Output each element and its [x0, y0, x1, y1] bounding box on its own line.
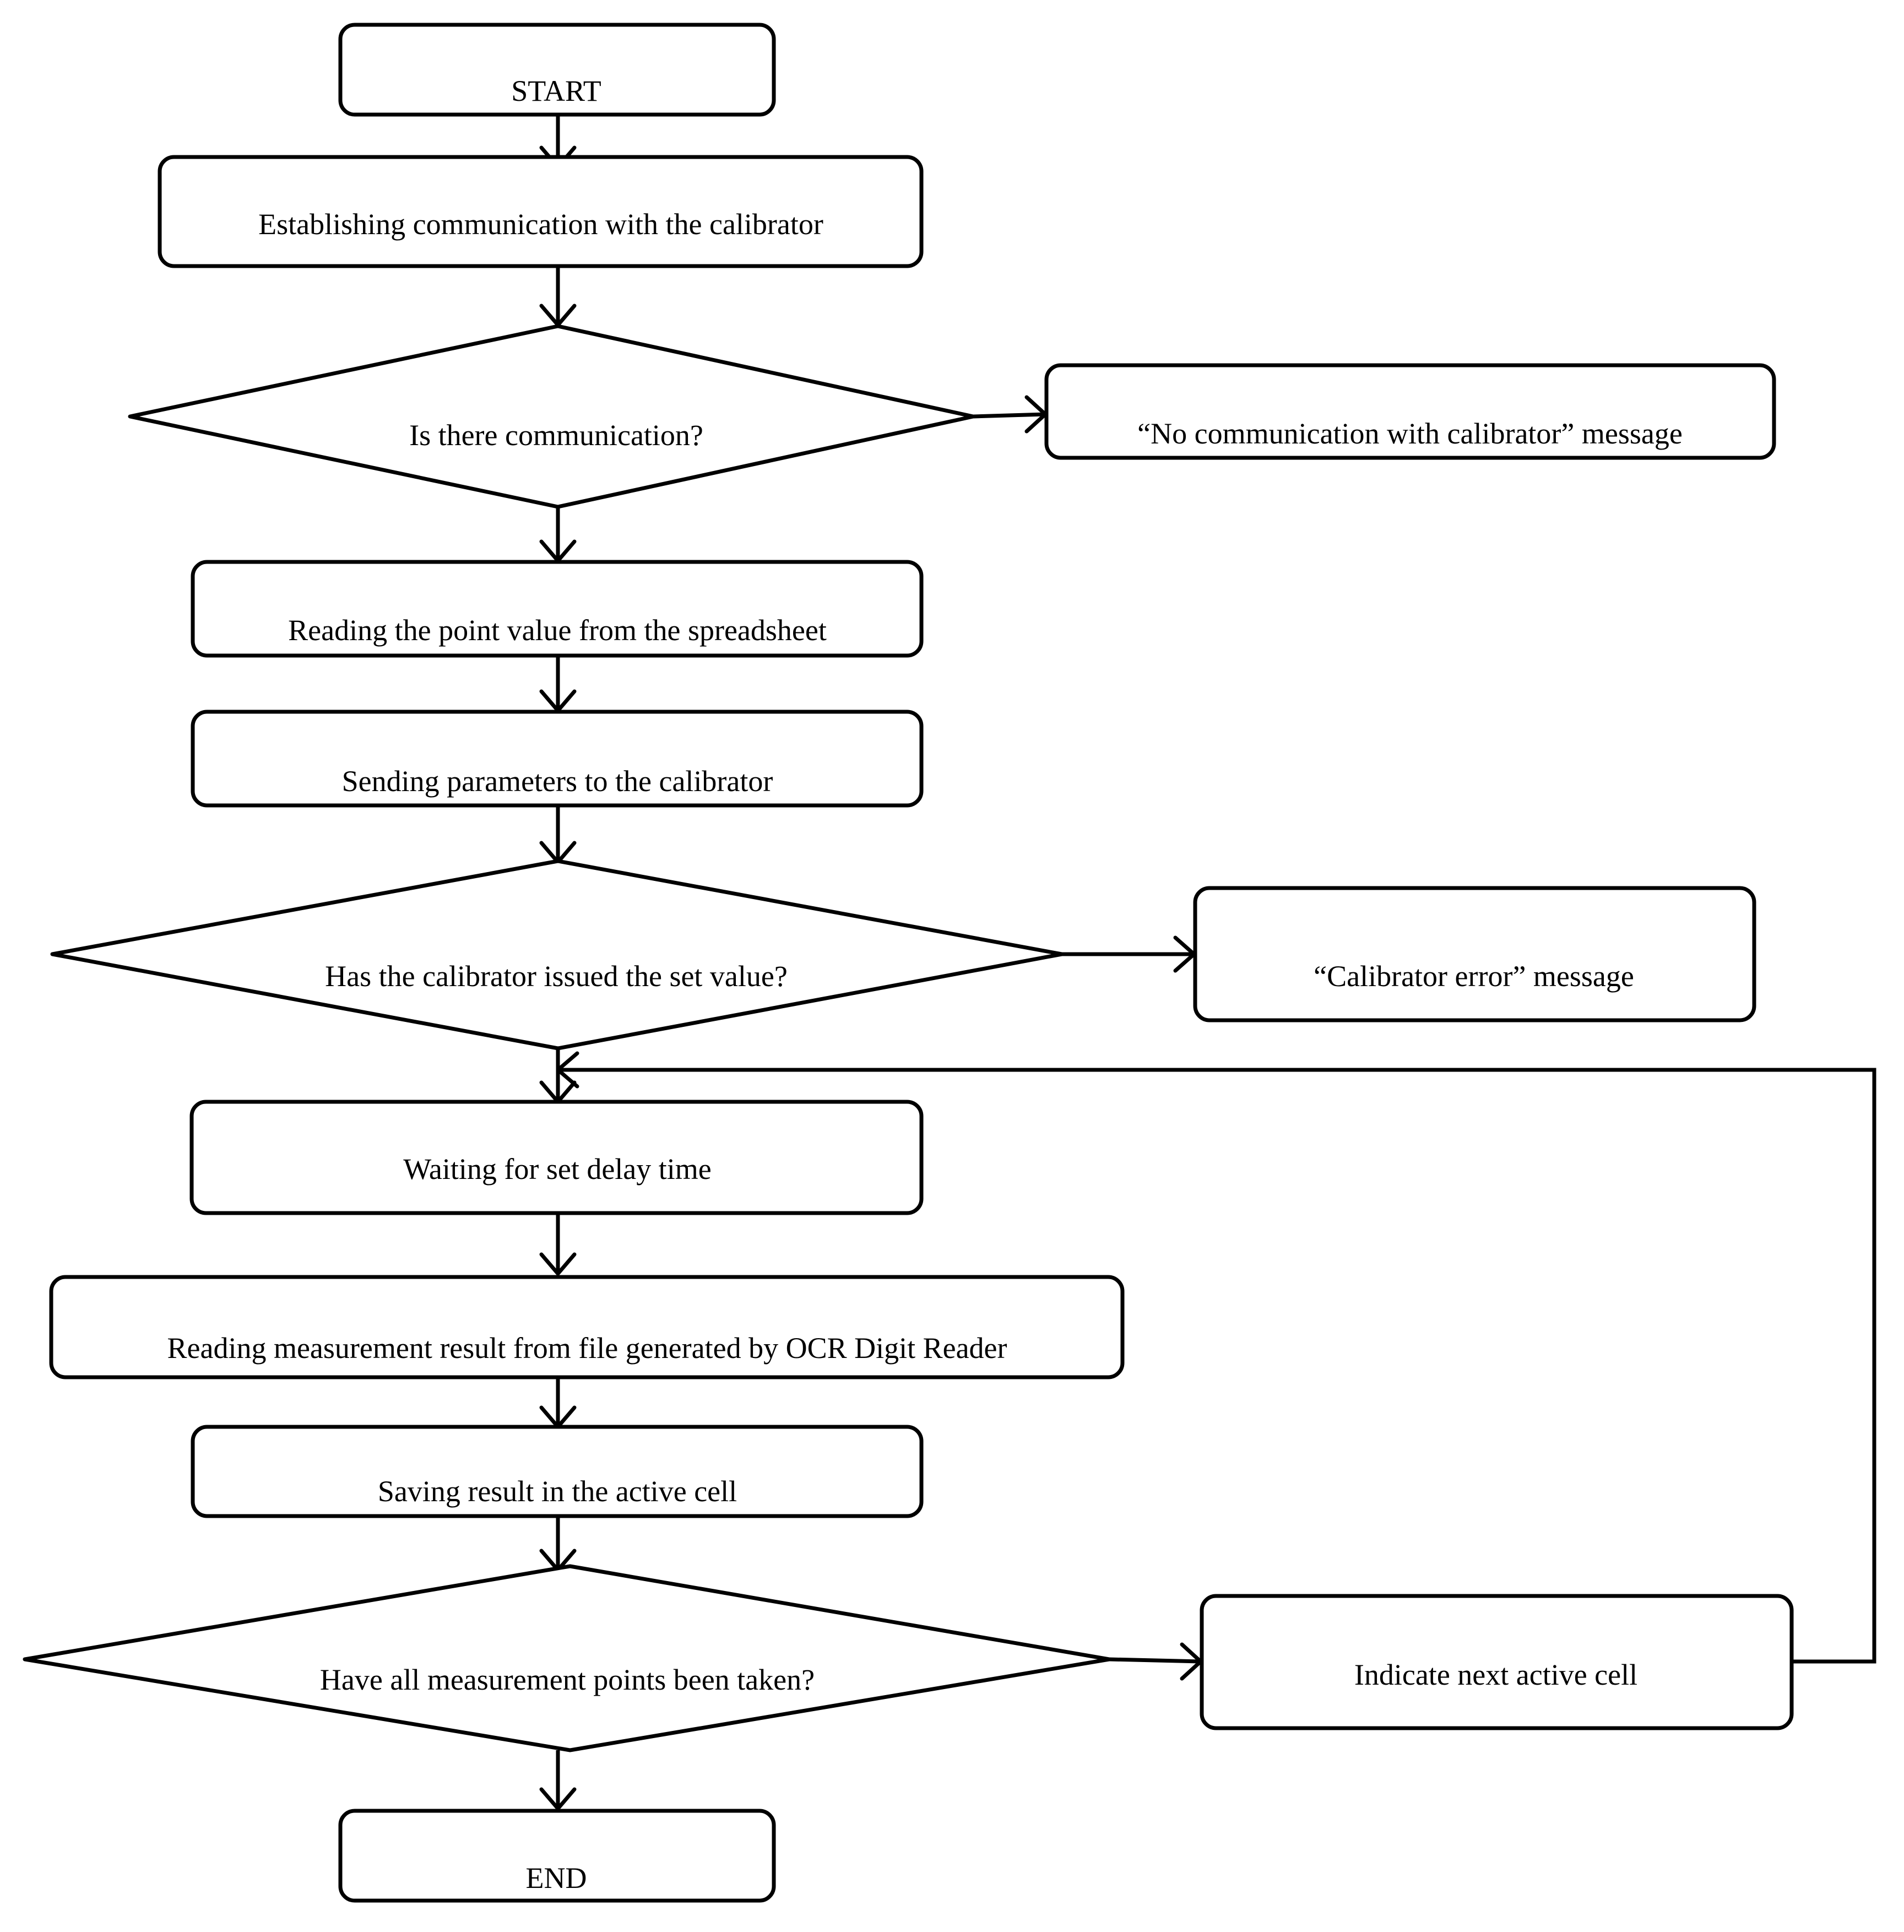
read-point-box	[191, 560, 924, 658]
read-measurement-node: Reading measurement result from file gen…	[49, 1275, 1125, 1379]
decision-communication-diamond	[128, 324, 975, 509]
decision-all-points-label: Have all measurement points been taken?	[320, 1663, 815, 1696]
decision-communication-node: Is there communication?	[128, 324, 975, 509]
no-communication-box	[1044, 363, 1776, 460]
edge-decision-communication-to-no-communication	[973, 412, 1046, 419]
establish-box	[158, 155, 924, 268]
edge-next-cell-loop-back-to-wait-delay	[558, 1068, 1876, 1664]
edge-decision-all-points-to-next-cell	[1109, 1657, 1201, 1664]
establish-node: Establishing communication with the cali…	[158, 155, 924, 268]
arrow-head	[539, 1252, 577, 1276]
read-point-node: Reading the point value from the spreads…	[191, 560, 924, 658]
next-cell-box	[1200, 1594, 1794, 1730]
calibrator-error-box	[1193, 886, 1756, 1022]
arrow-head	[556, 1051, 579, 1089]
end-node: END	[338, 1809, 776, 1903]
start-label: START	[511, 74, 601, 107]
no-communication-label: “No communication with calibrator” messa…	[1137, 417, 1683, 450]
decision-set-value-label: Has the calibrator issued the set value?	[325, 960, 788, 993]
decision-set-value-node: Has the calibrator issued the set value?	[50, 859, 1064, 1051]
decision-communication-label: Is there communication?	[409, 419, 703, 452]
wait-delay-box	[189, 1100, 924, 1215]
flowchart-nodes: START Establishing communication with th…	[23, 23, 1794, 1903]
arrow-head	[539, 1787, 577, 1811]
send-params-label: Sending parameters to the calibrator	[342, 765, 773, 798]
calibrator-error-node: “Calibrator error” message	[1193, 886, 1756, 1022]
read-point-label: Reading the point value from the spreads…	[288, 614, 827, 647]
wait-delay-node: Waiting for set delay time	[189, 1100, 924, 1215]
no-communication-node: “No communication with calibrator” messa…	[1044, 363, 1776, 460]
next-cell-node: Indicate next active cell	[1200, 1594, 1794, 1730]
send-params-box	[191, 710, 924, 808]
end-label: END	[526, 1861, 587, 1895]
calibrator-error-label: “Calibrator error” message	[1314, 960, 1634, 993]
wait-delay-label: Waiting for set delay time	[403, 1152, 712, 1186]
decision-all-points-diamond	[23, 1564, 1111, 1752]
send-params-node: Sending parameters to the calibrator	[191, 710, 924, 808]
save-result-box	[191, 1425, 924, 1518]
start-box	[338, 23, 776, 117]
save-result-label: Saving result in the active cell	[378, 1475, 737, 1508]
decision-set-value-diamond	[50, 859, 1064, 1051]
read-measurement-label: Reading measurement result from file gen…	[167, 1332, 1007, 1365]
end-box	[338, 1809, 776, 1903]
read-measurement-box	[49, 1275, 1125, 1379]
establish-label: Establishing communication with the cali…	[258, 208, 823, 241]
next-cell-label: Indicate next active cell	[1354, 1658, 1637, 1691]
save-result-node: Saving result in the active cell	[191, 1425, 924, 1518]
flowchart-edges	[539, 115, 1876, 1811]
decision-all-points-node: Have all measurement points been taken?	[23, 1564, 1111, 1752]
start-node: START	[338, 23, 776, 117]
